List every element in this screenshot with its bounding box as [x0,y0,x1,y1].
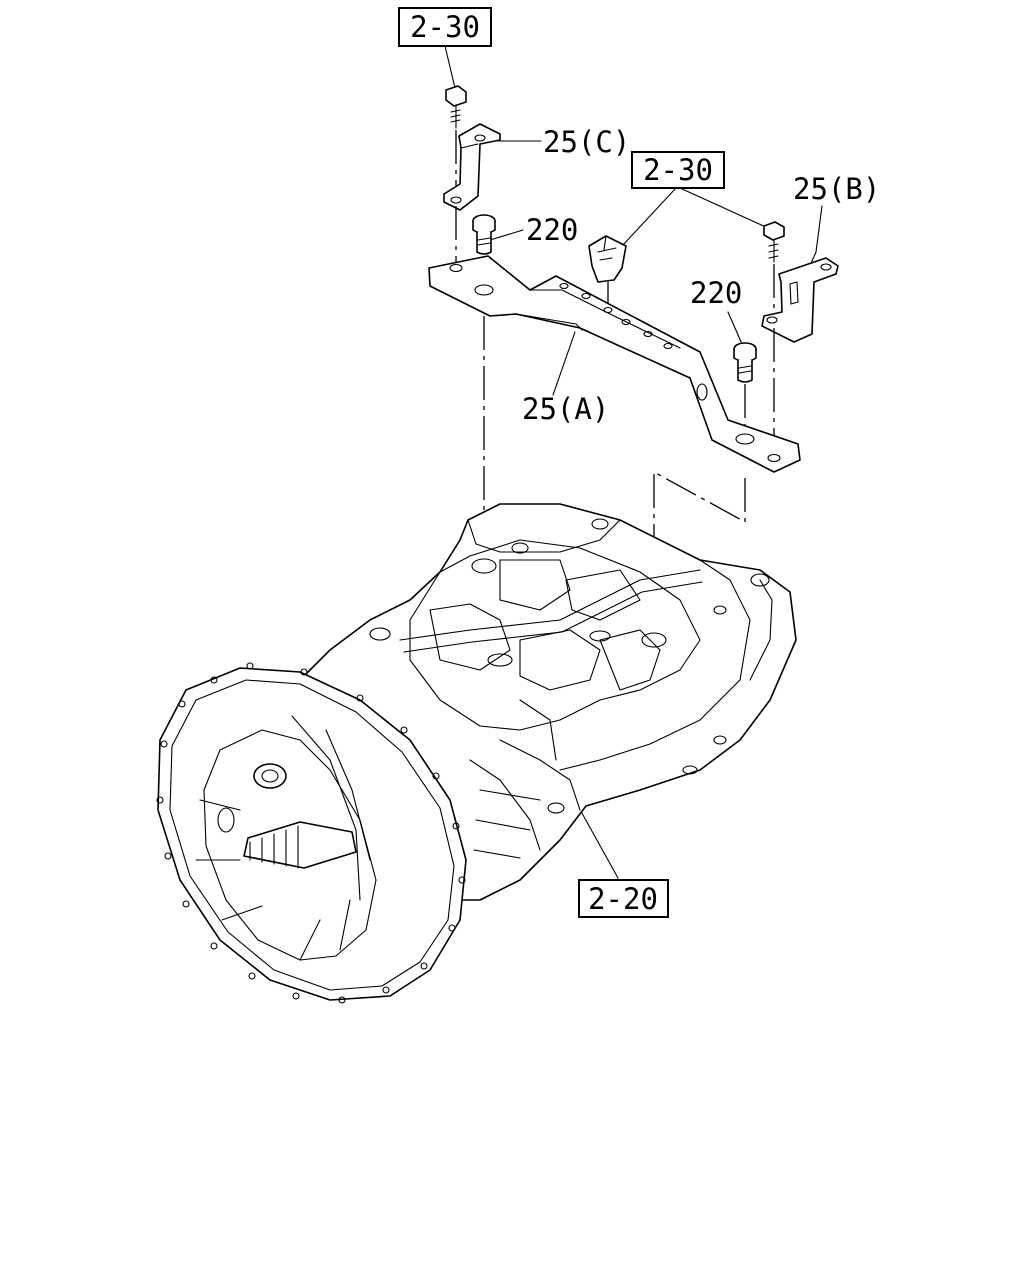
part-label-25c: 25(C) [543,125,630,159]
transmission-assembly[interactable] [156,503,797,1004]
ref-box-bottom[interactable]: 2-20 [578,879,669,918]
part-label-220-right: 220 [690,276,742,310]
bracket-25b[interactable] [761,257,839,343]
bracket-25a[interactable] [428,255,801,473]
bolt-220-left[interactable] [472,214,496,255]
ref-box-mid[interactable]: 2-30 [631,151,725,189]
bolt-top-left[interactable] [445,85,467,129]
part-label-25b: 25(B) [793,172,880,206]
leader-lines [444,45,823,879]
ref-mid-label: 2-30 [643,153,713,187]
bracket-25c[interactable] [443,123,501,211]
ref-top-label: 2-30 [410,10,480,44]
bolt-top-right[interactable] [763,221,785,263]
part-label-220-left: 220 [526,213,578,247]
ref-bottom-label: 2-20 [588,882,658,916]
clip-nut[interactable] [588,235,627,283]
ref-box-top[interactable]: 2-30 [398,7,492,47]
bolt-220-right[interactable] [733,342,757,383]
part-label-25a: 25(A) [522,392,609,426]
